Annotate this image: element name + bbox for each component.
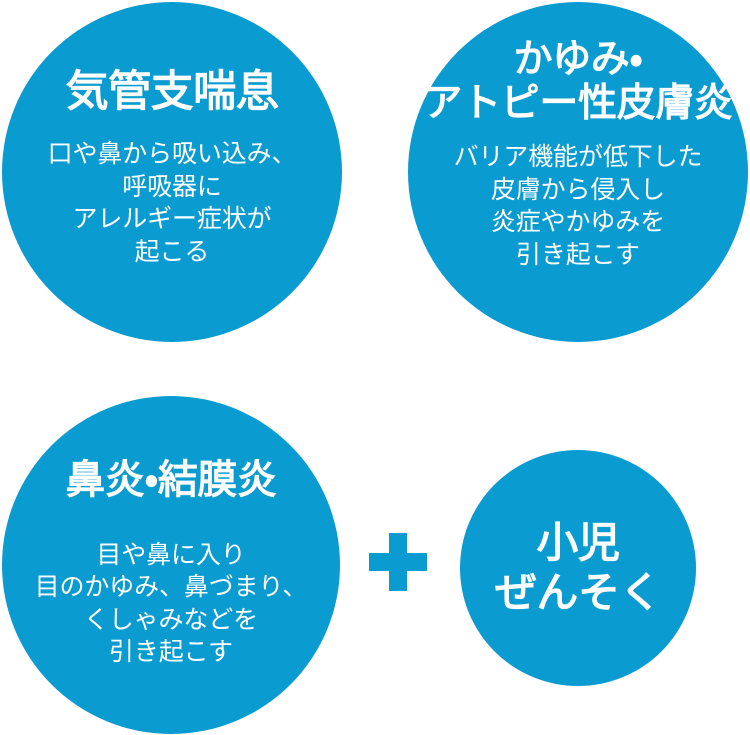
circle-atopic-dermatitis-body: バリア機能が低下した 皮膚から侵入し 炎症やかゆみを 引き起こす [453, 142, 703, 269]
circle-bronchial-asthma: 気管支喘息 口や鼻から吸い込み、 呼吸器に アレルギー症状が 起こる [2, 2, 342, 342]
circle-bronchial-asthma-heading: 気管支喘息 [65, 67, 279, 117]
circle-pediatric-asthma: 小児 ぜんそく [460, 450, 696, 686]
circle-atopic-dermatitis: かゆみ・ アトピー性皮膚炎 バリア機能が低下した 皮膚から侵入し 炎症やかゆみを… [408, 2, 748, 342]
circle-rhinitis-conjunctivitis: 鼻炎・結膜炎 目や鼻に入り 目のかゆみ、鼻づまり、 くしゃみなどを 引き起こす [2, 396, 340, 734]
circle-atopic-dermatitis-heading: かゆみ・ アトピー性皮膚炎 [423, 37, 733, 126]
circle-rhinitis-conjunctivitis-heading: 鼻炎・結膜炎 [65, 457, 277, 503]
circle-bronchial-asthma-body: 口や鼻から吸い込み、 呼吸器に アレルギー症状が 起こる [47, 139, 297, 266]
plus-icon [369, 533, 427, 591]
circle-rhinitis-conjunctivitis-body: 目や鼻に入り 目のかゆみ、鼻づまり、 くしゃみなどを 引き起こす [34, 539, 308, 667]
plus-icon-vertical-bar [389, 533, 407, 591]
circle-pediatric-asthma-heading: 小児 ぜんそく [494, 517, 662, 617]
